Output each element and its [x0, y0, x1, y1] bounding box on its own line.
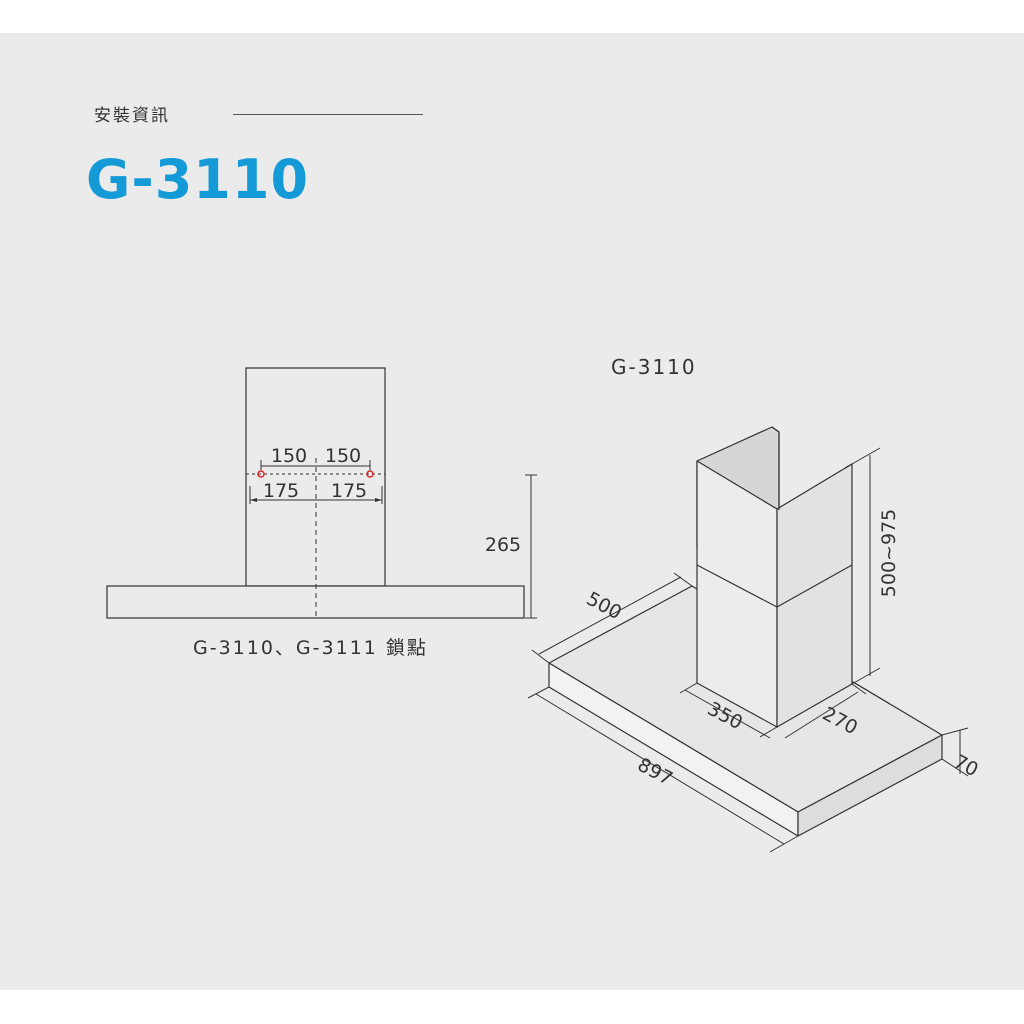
- dim-ext-975-top: [851, 447, 881, 465]
- dim-ext-350-a: [679, 682, 698, 694]
- mount-point-right: [366, 470, 374, 478]
- section-label: 安裝資訊: [94, 106, 170, 126]
- iso-dimensions: [527, 447, 969, 853]
- chimney-rim: [771, 426, 780, 433]
- dim-label-265: 265: [485, 534, 521, 556]
- dim-line-897: [535, 693, 785, 845]
- dim-line-350: [684, 689, 771, 739]
- dim-ext-897-a: [527, 686, 550, 699]
- dim-label-150-left: 150: [271, 445, 307, 467]
- section-divider: [233, 114, 423, 115]
- dim-ext-70-bottom: [941, 758, 969, 777]
- dim-ext-975-bottom: [851, 667, 881, 685]
- dim-ext-70-top: [941, 727, 969, 736]
- dim-label-175-left: 175: [263, 480, 299, 502]
- dim-label-175-right: 175: [331, 480, 367, 502]
- dim-ext-270-b: [851, 683, 867, 695]
- model-heading: G-3110: [86, 148, 310, 211]
- dim-line-270: [784, 691, 859, 739]
- dim-ext-500-b: [673, 572, 693, 587]
- dim-label-70: 70: [950, 751, 982, 782]
- chimney-right-face: [776, 463, 853, 728]
- arrow-175-l: [250, 498, 257, 502]
- content-panel: [0, 33, 1024, 990]
- dim-label-150-right: 150: [325, 445, 361, 467]
- arrow-175-r: [375, 498, 382, 502]
- front-view-caption: G-3110、G-3111 鎖點: [193, 637, 428, 659]
- front-view: [106, 367, 537, 619]
- dim-ext-500-a: [531, 649, 550, 664]
- dim-ext-350-b: [759, 726, 778, 738]
- iso-view-title: G-3110: [611, 355, 697, 379]
- dim-line-500: [538, 576, 682, 655]
- iso-view: [548, 426, 943, 837]
- chimney-rim-right: [844, 463, 853, 469]
- mount-point-left: [257, 470, 265, 478]
- chimney-split-line: [696, 564, 853, 608]
- dim-label-500-975: 500~975: [878, 509, 900, 597]
- dim-ext-897-b: [769, 835, 799, 853]
